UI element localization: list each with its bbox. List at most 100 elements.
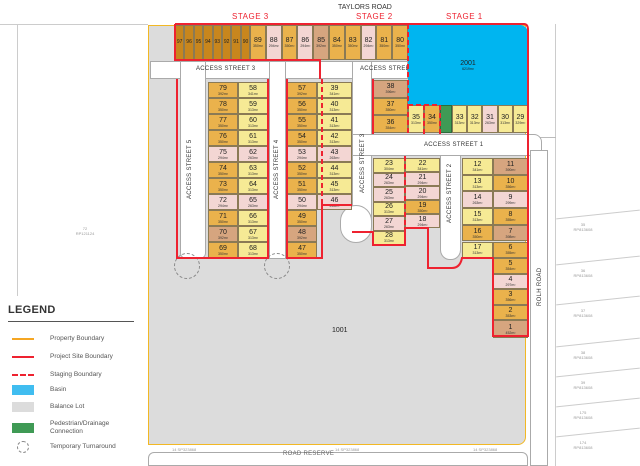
lot-area: 354m² xyxy=(385,125,396,130)
legend-label: Project Site Boundary xyxy=(50,353,113,360)
lot-number: 33 xyxy=(455,113,464,121)
lot-area: 350m² xyxy=(347,44,358,48)
lot-area: 350m² xyxy=(427,120,437,125)
lot-area: 313m² xyxy=(248,107,258,112)
lot-number: 43 xyxy=(330,148,339,156)
lot-area: 313m² xyxy=(248,139,258,144)
lot-area: 350m² xyxy=(379,44,390,48)
lot-area: 294m² xyxy=(300,44,311,48)
lot-area: 452m² xyxy=(505,330,516,335)
lot-area: 350m² xyxy=(218,187,228,192)
parcel-number: 175 xyxy=(579,410,587,415)
lot-number: 24 xyxy=(385,174,393,182)
parcel-line xyxy=(17,24,18,296)
lot-area: 313m² xyxy=(472,184,483,189)
lot-area: 313m² xyxy=(248,171,258,176)
legend-item-basin: Basin xyxy=(12,385,66,395)
stage-2-label: STAGE 2 xyxy=(356,12,393,21)
lot-number: 60 xyxy=(249,116,257,124)
lot-area: 350m² xyxy=(218,123,228,128)
lot-number: 91 xyxy=(233,39,239,45)
lot-number: 53 xyxy=(298,148,306,156)
lot-area: 313m² xyxy=(329,187,340,192)
lot-number: 90 xyxy=(242,39,249,45)
lot-number: 77 xyxy=(219,116,227,124)
legend-label: Property Boundary xyxy=(50,335,105,342)
lot-number: 78 xyxy=(219,100,227,108)
lot-area: 294m² xyxy=(363,44,374,48)
project-site-boundary xyxy=(176,79,269,259)
lot-number: 87 xyxy=(285,37,294,44)
lot-number: 52 xyxy=(298,164,306,172)
lot-number: 38 xyxy=(386,83,395,91)
lot-number: 9 xyxy=(508,194,513,202)
legend-label: Balance Lot xyxy=(50,403,85,410)
parcel-line xyxy=(555,24,556,466)
lot-area: 294m² xyxy=(297,155,307,160)
lot-area: 392m² xyxy=(218,235,228,240)
lot-number: 29 xyxy=(516,113,525,121)
lot-number: 65 xyxy=(249,196,257,204)
lot-area: 263m² xyxy=(384,224,394,229)
basin-2001[interactable]: 2001 6219m² xyxy=(408,25,528,105)
lot-number: 10 xyxy=(506,177,515,185)
lot-number: 7 xyxy=(508,227,513,235)
lot-number: 39 xyxy=(330,84,339,92)
lot-number: 8 xyxy=(508,210,513,218)
lot-number: 27 xyxy=(385,217,393,225)
